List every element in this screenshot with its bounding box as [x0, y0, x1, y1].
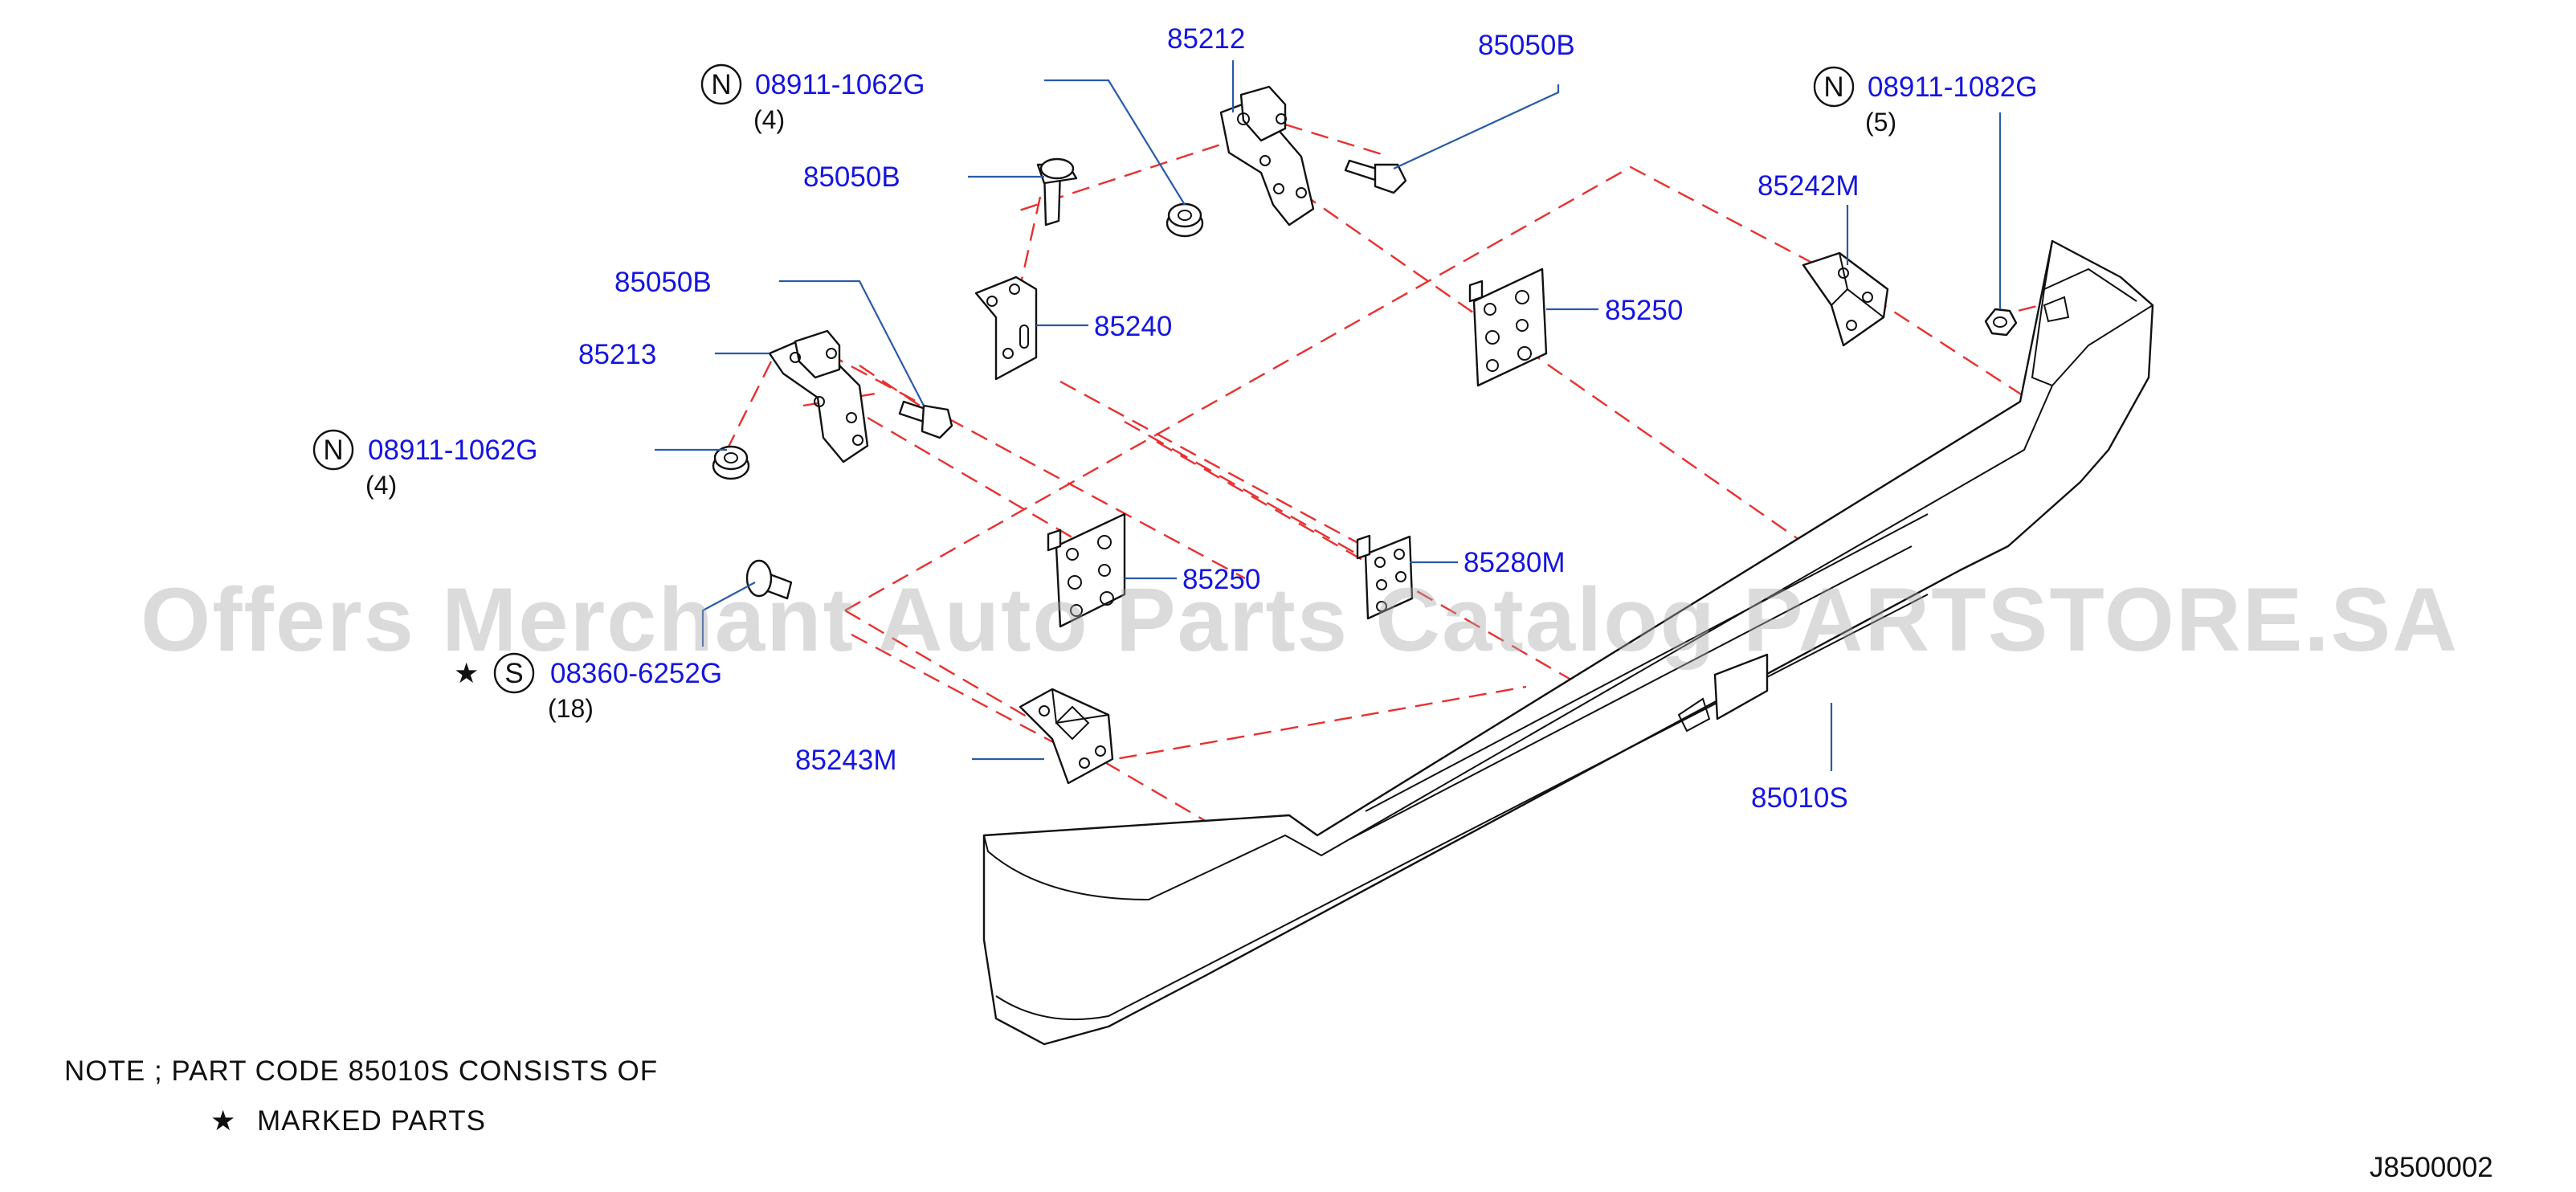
plate-85250-left	[1047, 512, 1126, 628]
qty-top-left: (4)	[753, 105, 785, 134]
qty-screw: (18)	[548, 694, 594, 723]
label-08911-1082g[interactable]: 08911-1082G	[1868, 71, 2037, 103]
star-icon: ★	[454, 658, 479, 689]
label-08360-6252g[interactable]: 08360-6252G	[550, 658, 722, 689]
bracket-85240	[974, 276, 1038, 381]
label-85213[interactable]: 85213	[578, 339, 656, 370]
bracket-85213	[768, 329, 869, 463]
s-symbol: S	[504, 658, 523, 689]
nut-callout-mid-left: N 08911-1062G (4)	[312, 429, 537, 500]
n-symbol-circle	[312, 429, 354, 471]
flange-nut-left	[712, 445, 750, 480]
label-85250-left[interactable]: 85250	[1182, 564, 1260, 595]
label-85280m[interactable]: 85280M	[1464, 547, 1565, 578]
label-08911-1062g-top[interactable]: 08911-1062G	[755, 69, 925, 100]
label-08911-1062g-mid[interactable]: 08911-1062G	[368, 435, 537, 466]
bracket-85243m	[1019, 688, 1114, 785]
screw-08360	[745, 559, 793, 600]
label-85250-right[interactable]: 85250	[1605, 295, 1683, 326]
n-symbol: N	[711, 69, 731, 100]
hex-nut-right	[1984, 308, 2018, 337]
bolt-top-right	[1344, 159, 1407, 194]
n-symbol-circle	[700, 63, 742, 105]
bolt-top-left	[1036, 157, 1078, 227]
note-line-1: NOTE ; PART CODE 85010S CONSISTS OF	[64, 1055, 658, 1087]
n-symbol: N	[1823, 71, 1843, 103]
label-85243m[interactable]: 85243M	[795, 745, 896, 776]
label-85240[interactable]: 85240	[1094, 311, 1172, 342]
n-symbol-circle	[1813, 66, 1855, 108]
part-labels: 85212 85050B 85050B 85050B 85213 85240 8…	[578, 23, 1859, 814]
diagram-id: J8500002	[2370, 1152, 2493, 1183]
assembly-dashed-lines	[725, 123, 2089, 841]
label-85050b-mid[interactable]: 85050B	[803, 161, 900, 193]
bolt-85213	[898, 400, 953, 439]
label-85212[interactable]: 85212	[1167, 23, 1245, 55]
nut-callout-top-left: N 08911-1062G (4)	[700, 63, 925, 134]
nut-callout-top-right: N 08911-1082G (5)	[1813, 66, 2037, 137]
note-block: NOTE ; PART CODE 85010S CONSISTS OF ★ MA…	[64, 1055, 658, 1137]
label-85050b-top[interactable]: 85050B	[1478, 30, 1575, 61]
qty-top-right: (5)	[1865, 108, 1896, 137]
rear-bumper	[982, 239, 2154, 1046]
plate-85250-right	[1468, 267, 1548, 387]
qty-mid-left: (4)	[365, 471, 397, 500]
watermark: Offers Merchant Auto Parts Catalog PARTS…	[141, 569, 2459, 670]
label-85242m[interactable]: 85242M	[1757, 170, 1859, 202]
label-85050b-left[interactable]: 85050B	[614, 267, 712, 298]
screw-callout: ★ S 08360-6252G (18)	[454, 652, 722, 723]
bracket-85212	[1219, 85, 1315, 227]
bracket-85242m	[1802, 251, 1889, 347]
note-line-2: MARKED PARTS	[257, 1105, 486, 1137]
flange-nut-top	[1166, 202, 1204, 238]
star-icon: ★	[210, 1105, 236, 1137]
label-85010s[interactable]: 85010S	[1751, 782, 1848, 814]
n-symbol: N	[323, 435, 343, 466]
s-symbol-circle	[493, 652, 535, 694]
leader-lines	[655, 60, 2002, 771]
plate-85280m	[1356, 534, 1414, 620]
